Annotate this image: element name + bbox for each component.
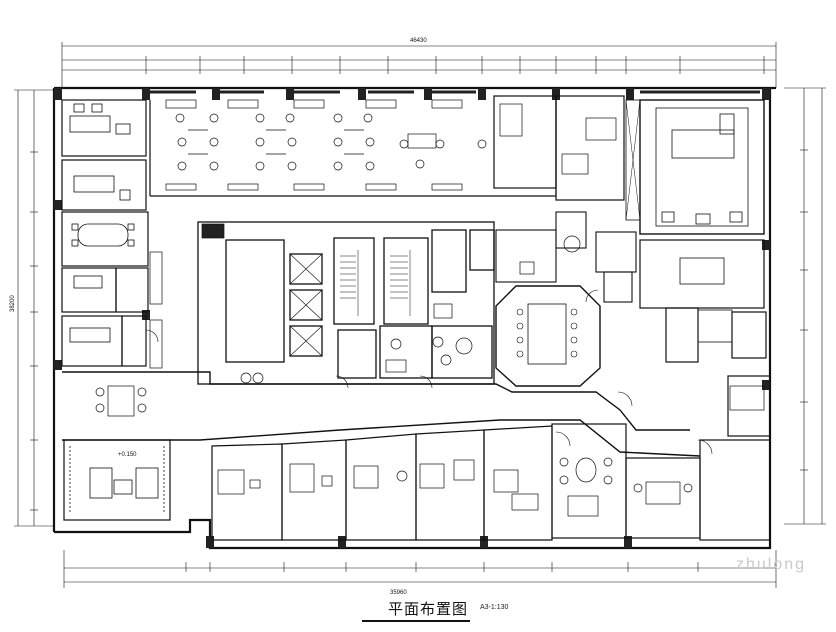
top-right-offices: [493, 95, 625, 201]
right-meeting-room: [639, 239, 767, 363]
drawing-title: 平面布置图: [388, 602, 469, 618]
left-rooms: [61, 99, 171, 521]
columns: [54, 88, 770, 548]
corridor: [62, 371, 701, 457]
drawing-scale: A3-1:130: [480, 604, 509, 611]
workstations: [165, 99, 487, 191]
building-core: [197, 221, 495, 385]
bottom-offices: [211, 375, 771, 541]
top-dimension-lines: [61, 42, 777, 88]
left-dimension-lines: [14, 89, 54, 527]
outer-walls: [52, 86, 776, 550]
reception-area: [495, 211, 637, 303]
bottom-dimension-lines: [63, 550, 777, 588]
gm-office: [625, 99, 765, 235]
lobby-seating: [95, 251, 163, 417]
door-swings: [145, 289, 713, 455]
stair-treads: [340, 250, 411, 316]
bottom-office-furniture: [217, 385, 765, 517]
conference-room: [495, 285, 601, 387]
right-dimension-lines: [784, 87, 826, 525]
elevator-crosses: [289, 253, 323, 357]
core-fixtures: [201, 223, 473, 384]
open-office: [149, 100, 557, 197]
watermark: zhulong: [736, 556, 807, 573]
left-room-furniture: [69, 103, 165, 514]
title-underline: [362, 620, 470, 622]
